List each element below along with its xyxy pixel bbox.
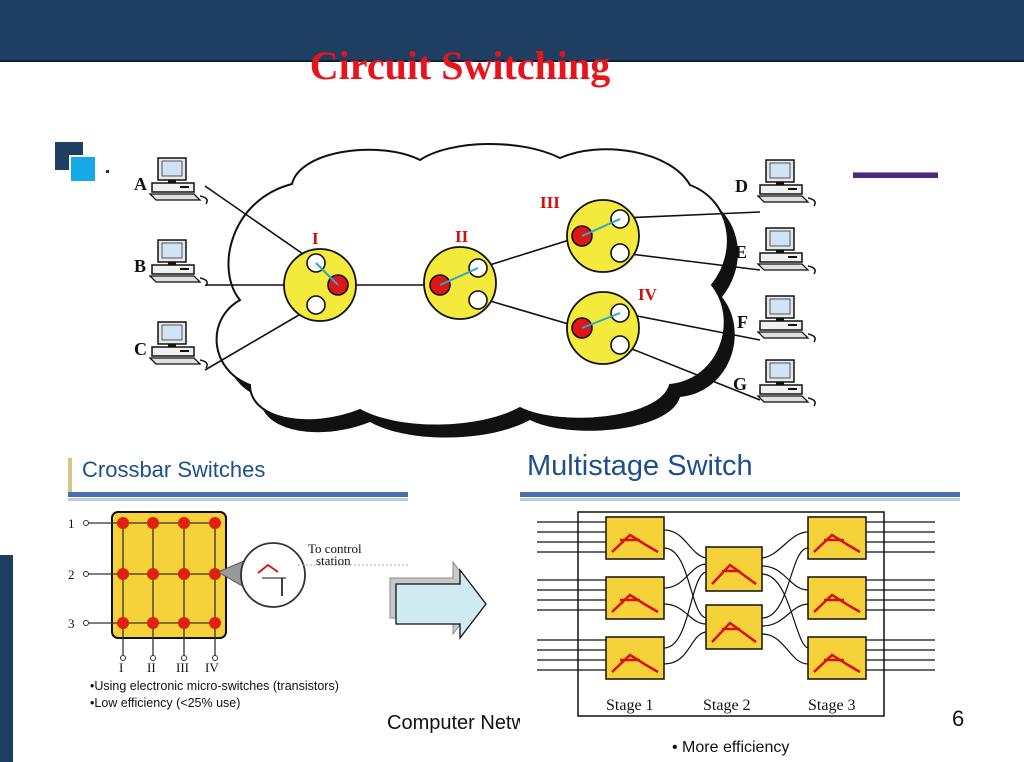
computer-label-e: E [735,242,747,262]
arrow-right-icon [389,560,487,640]
crossbar-input-2: 2 [68,567,75,582]
stage-label-2: Stage 2 [703,697,751,714]
switch-label-3: III [540,193,560,212]
bullet-text [106,170,109,173]
multistage-heading: Multistage Switch [527,450,753,482]
switch-label-1: I [312,229,319,248]
footer-left-clip: Computer Networks [387,708,520,738]
cloud-network-diagram: I II III IV A B C D E F G [130,142,830,438]
crossbar-heading: Crossbar Switches [82,457,266,482]
switch-node-4 [566,291,640,365]
crossbar-output-2: II [147,660,156,675]
crossbar-input-1: 1 [68,516,75,531]
crossbar-output-3: III [176,660,189,675]
computer-label-f: F [737,312,748,332]
switch-node-3 [566,199,640,273]
computer-label-a: A [134,174,147,194]
crossbar-note-1: •Using electronic micro-switches (transi… [90,679,339,693]
multistage-note: • More efficiency [672,739,790,756]
crossbar-panel: To control station 1 2 3 I II III IV [68,455,408,715]
stage-label-1: Stage 1 [606,697,654,714]
crossbar-output-1: I [119,660,123,675]
computer-label-d: D [735,176,748,196]
computer-label-c: C [134,339,147,359]
stage-label-3: Stage 3 [808,697,856,714]
switch-label-2: II [455,227,469,246]
bullet-icon [55,142,101,184]
switch-label-4: IV [638,285,658,304]
header-bar [0,0,1024,62]
multistage-panel: Stage 1 Stage 2 Stage 3 [520,445,960,720]
decorative-line [853,172,938,178]
left-accent-bar [0,555,13,762]
computer-label-g: G [733,374,747,394]
crossbar-output-4: IV [205,660,219,675]
control-station-label: To control station [308,541,365,568]
footer-left: Computer Networks [387,712,520,734]
crossbar-input-3: 3 [68,616,75,631]
switch-node-2 [423,246,497,320]
slide-title: Circuit Switching [309,43,611,88]
crossbar-note-2: •Low efficiency (<25% use) [90,696,241,710]
slide-number: 6 [952,706,965,731]
computer-label-b: B [134,256,146,276]
switch-node-1 [283,248,357,322]
